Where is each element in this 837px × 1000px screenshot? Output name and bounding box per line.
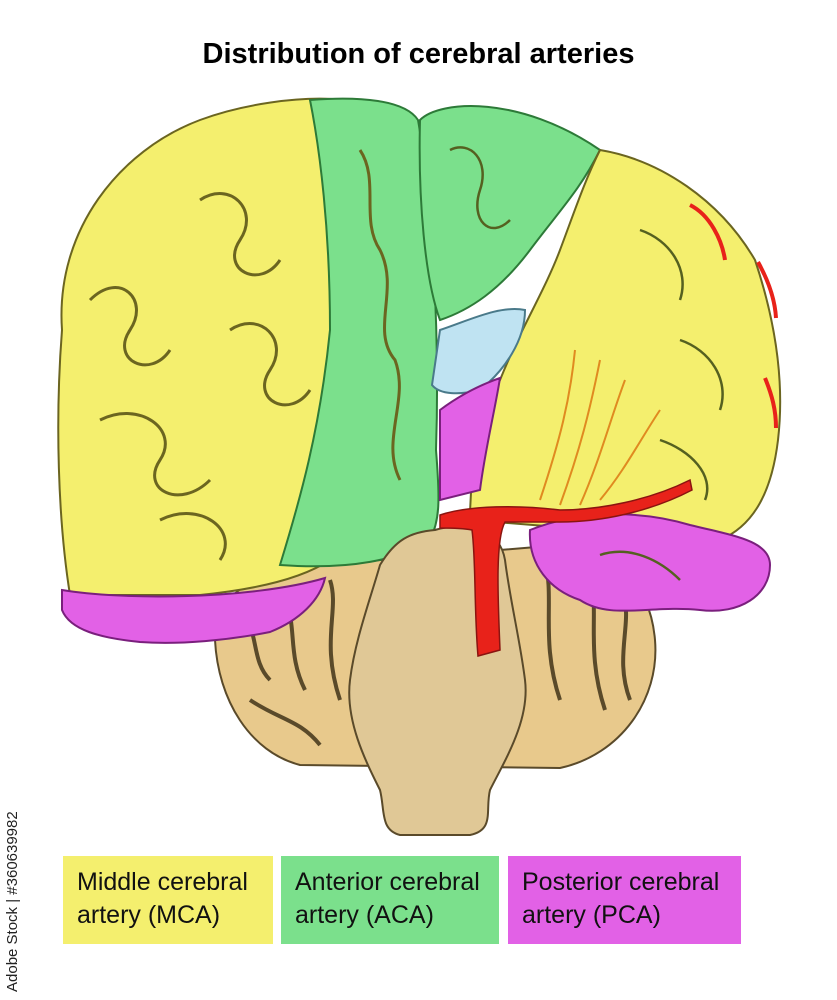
legend-label-mca-line1: Middle cerebral xyxy=(77,868,248,896)
legend-item-aca: Anterior cerebral artery (ACA) xyxy=(281,856,499,944)
legend-label-mca-line2: artery (MCA) xyxy=(77,901,221,929)
legend-item-pca: Posterior cerebral artery (PCA) xyxy=(508,856,741,944)
right-hemisphere xyxy=(418,105,782,612)
artery-trunk xyxy=(439,478,693,657)
stock-id-text: Adobe Stock | #360639982 xyxy=(4,811,21,992)
legend-label-pca-line2: artery (PCA) xyxy=(522,901,661,929)
legend-label-aca-line2: artery (ACA) xyxy=(295,901,434,929)
diagram-title: Distribution of cerebral arteries xyxy=(202,38,635,70)
legend-item-mca: Middle cerebral artery (MCA) xyxy=(63,856,273,944)
stock-watermark-id: Adobe Stock | #360639982 xyxy=(4,752,34,992)
legend-label-pca-line1: Posterior cerebral xyxy=(522,868,720,896)
legend-label-aca-line1: Anterior cerebral xyxy=(295,868,480,896)
